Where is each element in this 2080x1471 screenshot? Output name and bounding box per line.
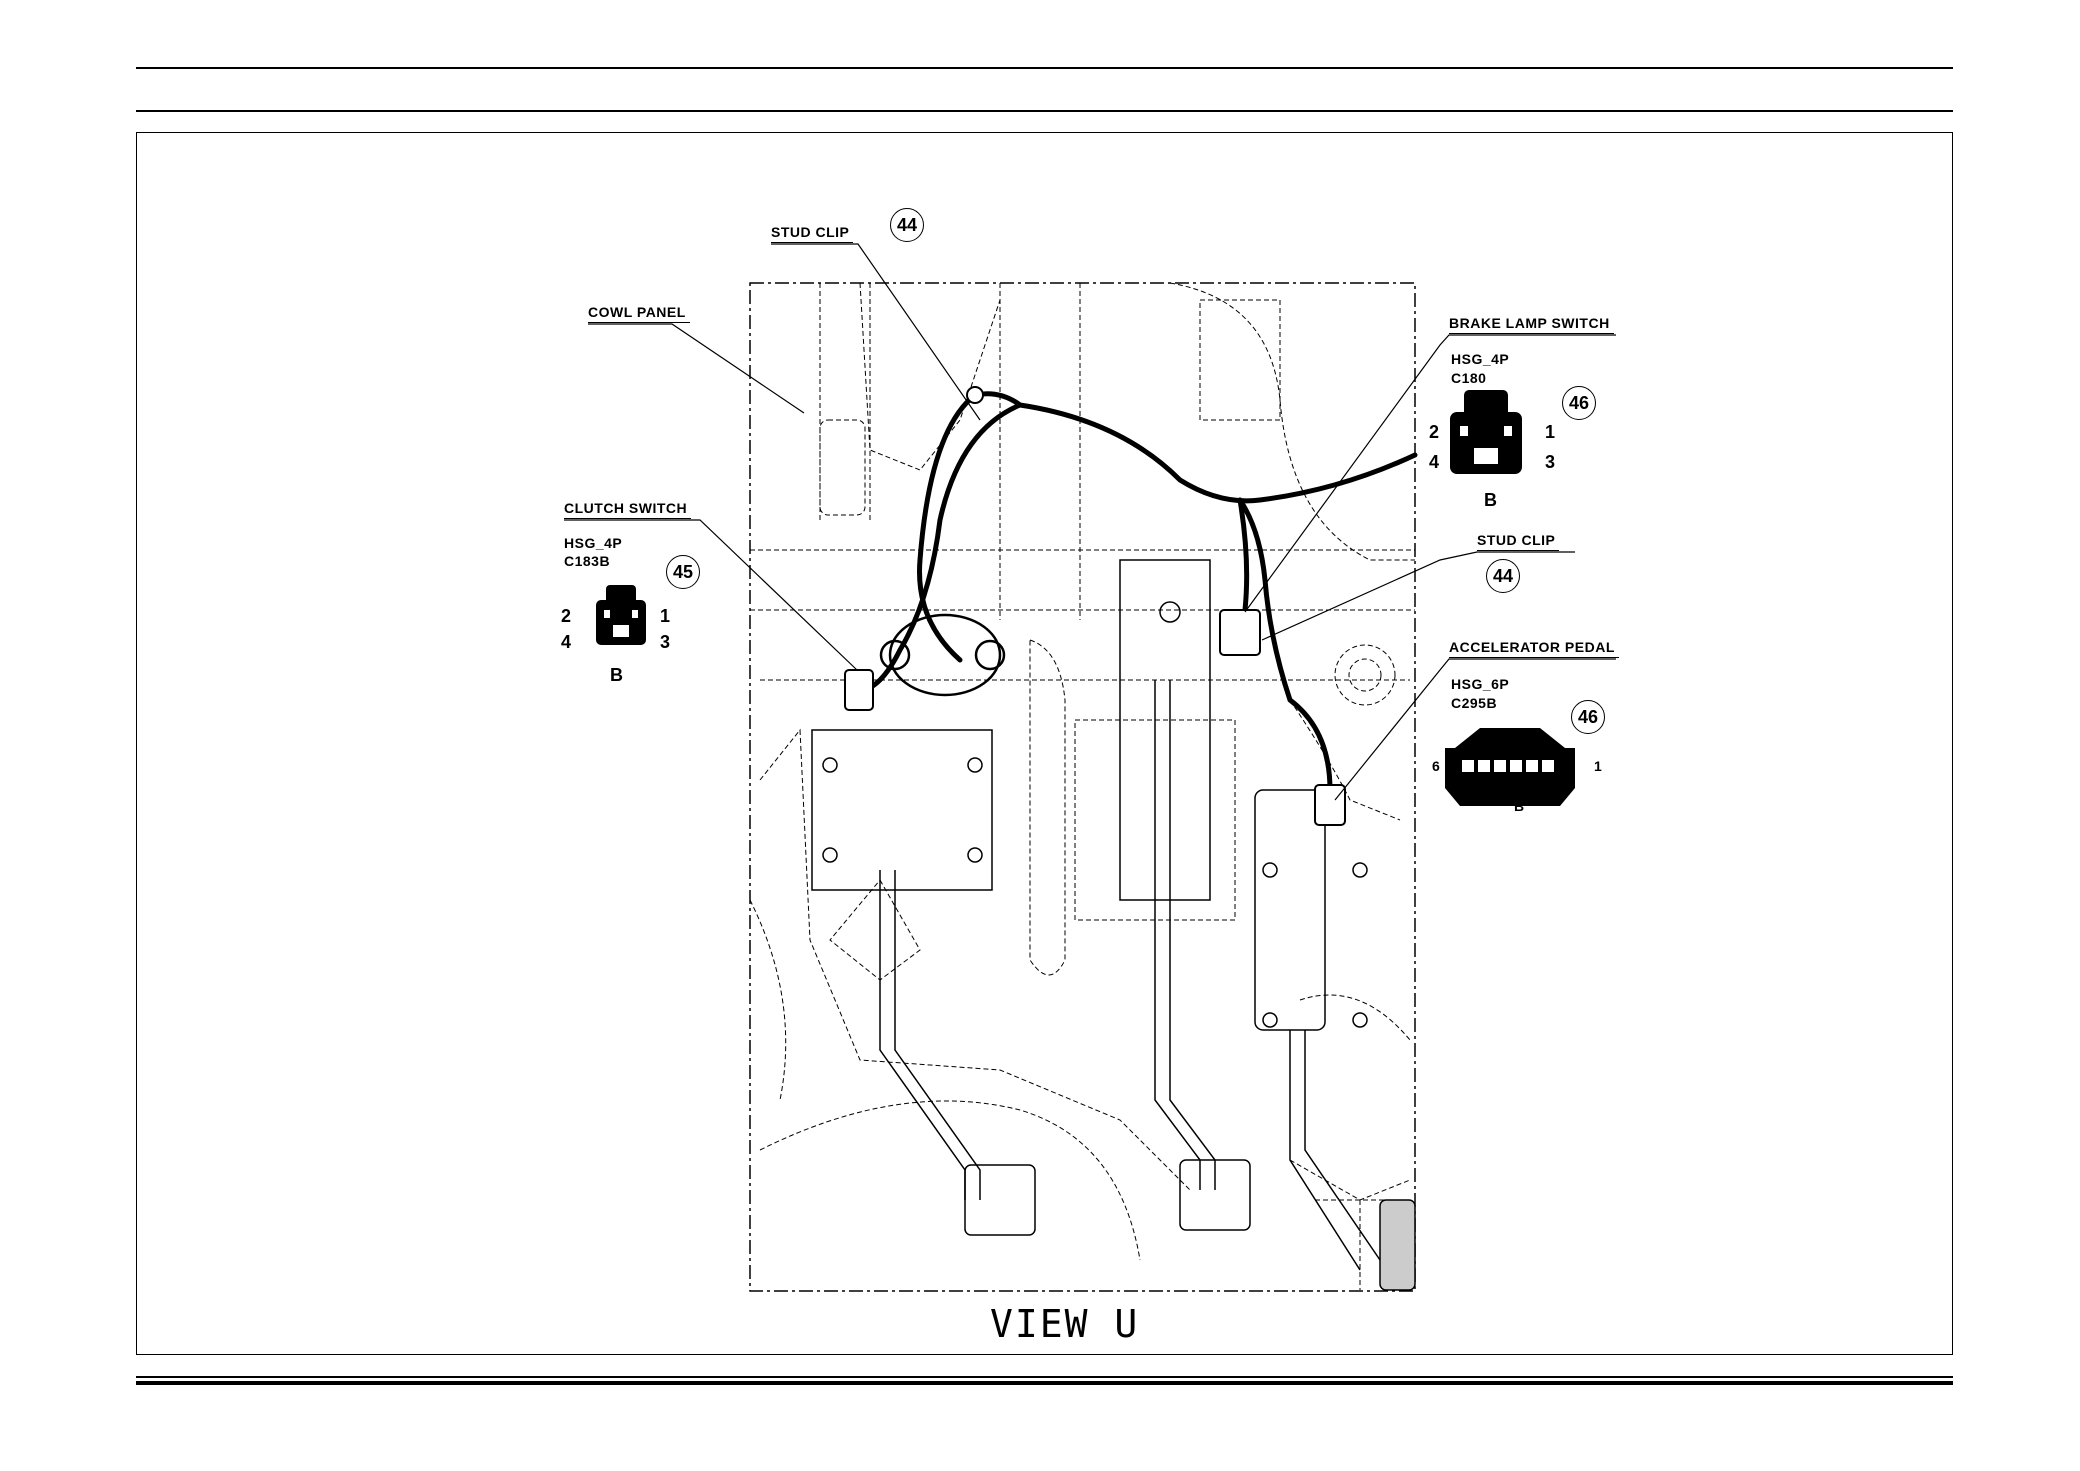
brake-housing: HSG_4P <box>1451 351 1510 367</box>
brake-pin-1: 1 <box>1545 422 1556 442</box>
clutch-connector-face-icon <box>596 585 646 645</box>
header-rule-bottom <box>136 110 1953 112</box>
grommet <box>879 613 1006 697</box>
footer-rule-thick <box>136 1381 1953 1385</box>
clutch-pin-4: 4 <box>561 632 572 652</box>
stud-clip-top-label: STUD CLIP <box>771 224 854 243</box>
footer-rule-thin <box>136 1376 1953 1378</box>
brake-connector-id: C180 <box>1451 370 1487 386</box>
accelerator-connector-id: C295B <box>1451 695 1498 711</box>
wire-harness <box>857 391 1418 793</box>
installed-connectors <box>844 386 1346 826</box>
clutch-ref: 45 <box>666 555 700 589</box>
brake-lamp-switch-label: BRAKE LAMP SWITCH <box>1449 315 1614 334</box>
accelerator-ref: 46 <box>1571 700 1605 734</box>
brake-pin-4: 4 <box>1429 452 1440 472</box>
clutch-pin-2: 2 <box>561 606 572 626</box>
accelerator-side: B <box>1514 798 1525 814</box>
clutch-housing: HSG_4P <box>564 535 623 551</box>
accelerator-pin-6: 6 <box>1432 758 1440 774</box>
clutch-pin-1: 1 <box>660 606 671 626</box>
clutch-side: B <box>610 665 623 685</box>
leader-lines <box>564 243 1616 801</box>
clutch-switch-label: CLUTCH SWITCH <box>564 500 692 519</box>
clutch-pin-3: 3 <box>660 632 671 652</box>
accelerator-pin-1: 1 <box>1594 758 1602 774</box>
clutch-connector-id: C183B <box>564 553 611 569</box>
accelerator-housing: HSG_6P <box>1451 676 1510 692</box>
brake-connector-face-icon <box>1450 390 1522 474</box>
drawing-frame <box>136 132 1953 1355</box>
stud-clip-right-label: STUD CLIP <box>1477 532 1560 551</box>
stud-clip-top-ref: 44 <box>890 208 924 242</box>
header-rule-top <box>136 67 1953 69</box>
cowl-panel-label: COWL PANEL <box>588 304 690 323</box>
pedal-structures <box>811 559 1416 1291</box>
brake-pin-2: 2 <box>1429 422 1440 442</box>
stud-clip-right-ref: 44 <box>1486 559 1520 593</box>
brake-ref: 46 <box>1562 386 1596 420</box>
view-boundary <box>749 282 1416 1292</box>
accelerator-connector-face-icon <box>1445 728 1575 806</box>
connector-face-icons <box>596 390 1575 806</box>
view-title: VIEW U <box>990 1302 1140 1346</box>
accelerator-pedal-label: ACCELERATOR PEDAL <box>1449 639 1619 658</box>
brake-pin-3: 3 <box>1545 452 1556 472</box>
brake-side: B <box>1484 490 1497 510</box>
